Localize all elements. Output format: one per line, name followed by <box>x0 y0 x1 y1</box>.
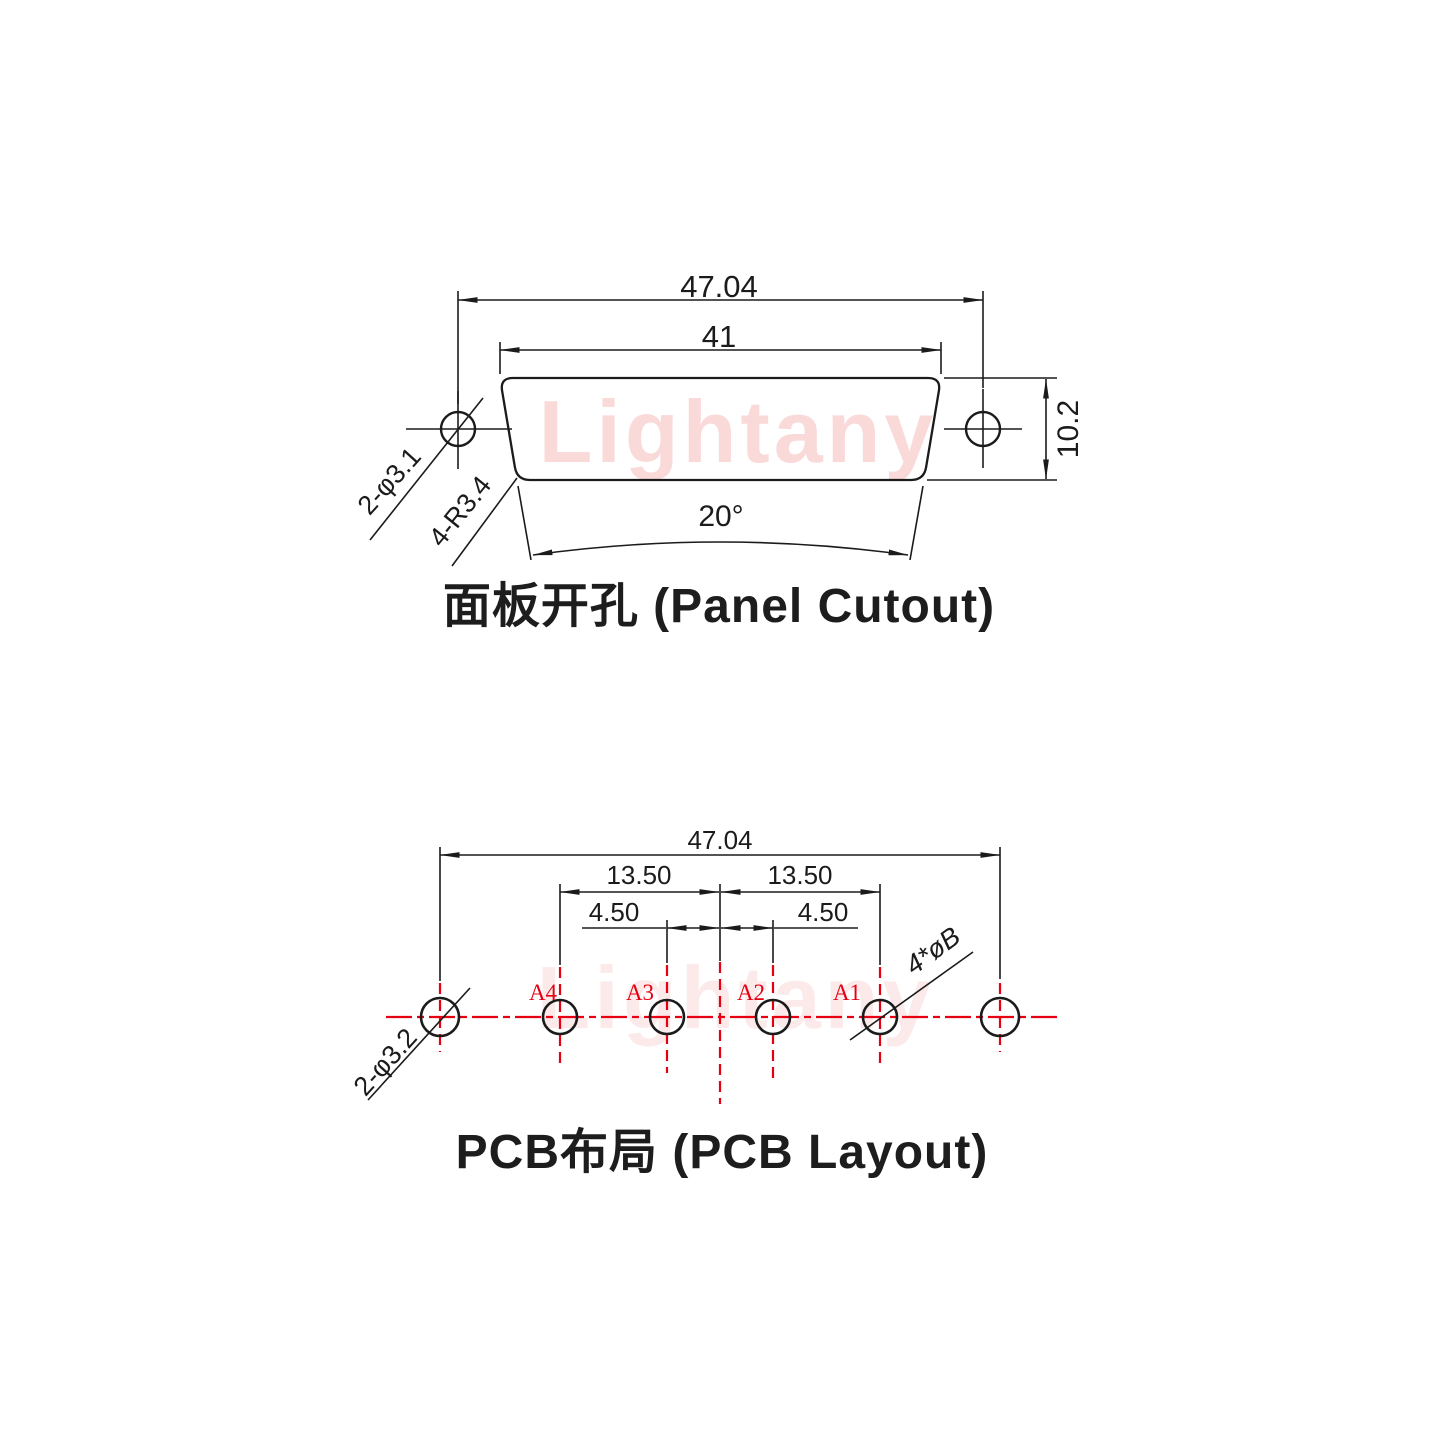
mount-hole-right <box>964 410 1002 448</box>
pcb-hole-a1 <box>861 998 899 1036</box>
dim-text-inner-right: 4.50 <box>798 897 849 927</box>
dim-text-pitch-right: 13.50 <box>767 860 832 890</box>
mount-hole-left <box>439 410 477 448</box>
leader-line-contact-hole <box>849 951 974 1041</box>
pcb-hole-a2 <box>754 998 792 1036</box>
dim-text-width-total-top: 47.04 <box>680 269 758 304</box>
pin-label-a2: A2 <box>737 980 765 1005</box>
pin-label-a4: A4 <box>529 980 558 1005</box>
angle-arc <box>532 541 909 556</box>
panel-cutout-title: 面板开孔 (Panel Cutout) <box>443 580 995 633</box>
leader-line-mount-hole <box>369 397 484 541</box>
pcb-mount-hole-right <box>979 996 1021 1038</box>
angle-extension-right <box>909 485 924 561</box>
watermark-pcb: Lightany <box>537 948 936 1047</box>
pin-label-a1: A1 <box>833 980 861 1005</box>
leader-line-corner-radius <box>451 477 518 567</box>
watermark-panel: Lightany <box>539 382 938 481</box>
angle-extension-left <box>517 485 532 561</box>
dim-text-width-total-bottom: 47.04 <box>687 825 752 855</box>
dim-text-angle: 20° <box>698 500 743 533</box>
pcb-hole-a4 <box>541 998 579 1036</box>
dim-text-pitch-left: 13.50 <box>606 860 671 890</box>
dim-text-width-opening: 41 <box>702 319 736 354</box>
pin-label-a3: A3 <box>626 980 654 1005</box>
dim-text-inner-left: 4.50 <box>589 897 640 927</box>
pcb-mount-hole-left <box>419 996 461 1038</box>
dim-text-height: 10.2 <box>1052 400 1085 458</box>
pcb-hole-a3 <box>648 998 686 1036</box>
leader-line-pcb-mount-hole <box>367 987 471 1101</box>
pcb-layout-title: PCB布局 (PCB Layout) <box>456 1126 989 1179</box>
cutout-outline <box>500 376 941 482</box>
